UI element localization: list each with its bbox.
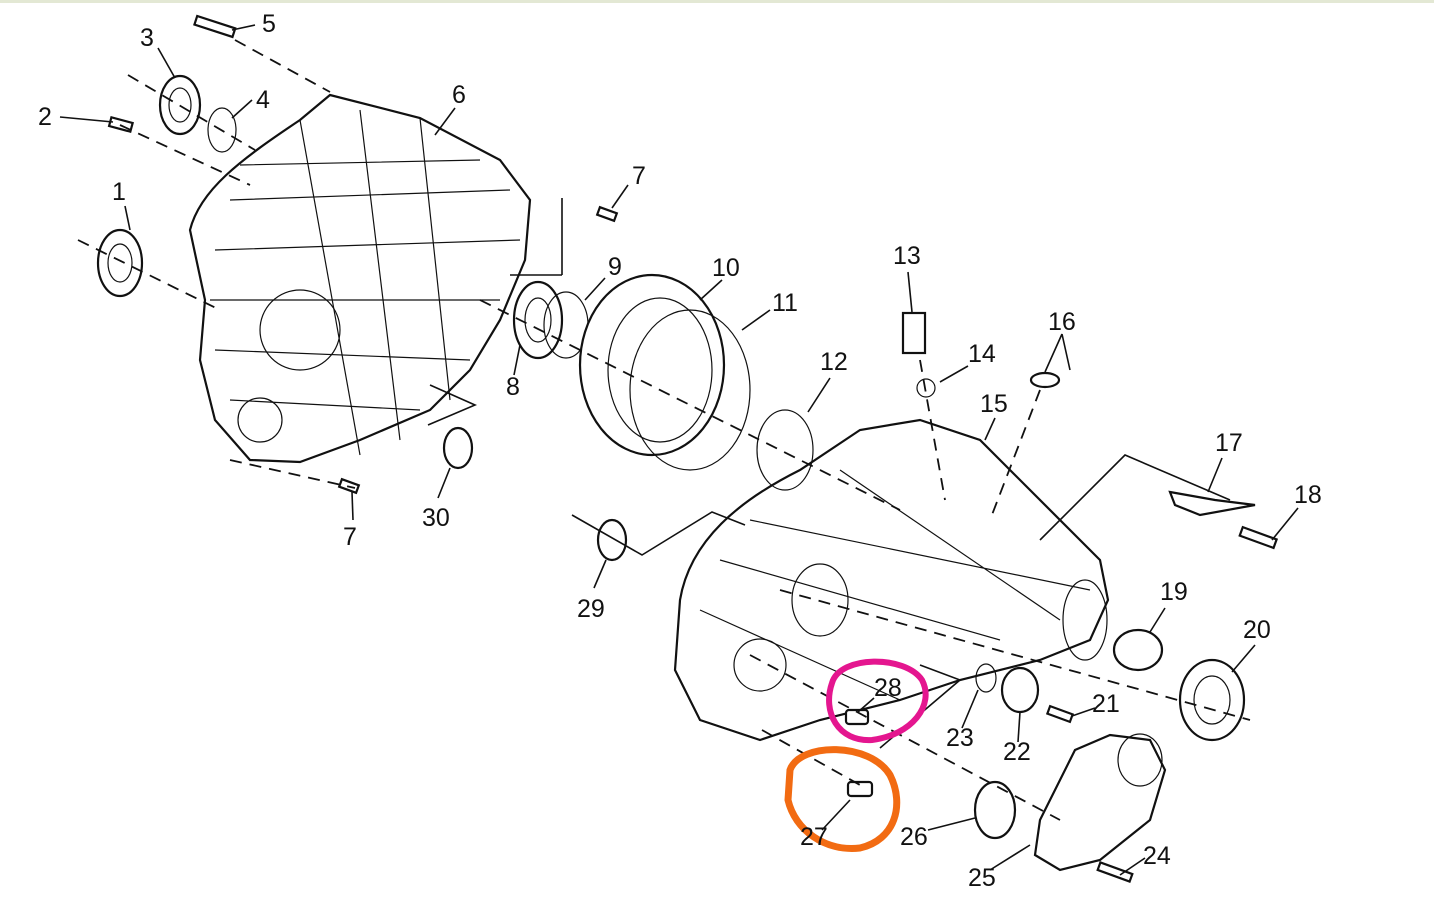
label-13: 13	[893, 242, 921, 270]
label-3: 3	[140, 24, 154, 52]
label-14: 14	[968, 340, 996, 368]
part-4-snap-ring	[207, 107, 237, 153]
part-27-plug	[846, 780, 874, 798]
label-18: 18	[1294, 481, 1322, 509]
label-7-lower: 7	[343, 523, 357, 551]
label-16: 16	[1048, 308, 1076, 336]
magenta-highlight-circle	[826, 658, 929, 744]
label-4: 4	[256, 86, 270, 114]
highlight-circles	[784, 658, 929, 852]
label-8: 8	[506, 373, 520, 401]
part-19-bushing	[1112, 628, 1164, 672]
part-11-ring	[629, 309, 751, 471]
part-20-seal	[1178, 658, 1246, 742]
part-12-ring	[756, 409, 814, 491]
dashed-axis-lines	[77, 39, 1251, 821]
label-20: 20	[1243, 616, 1271, 644]
top-border	[0, 0, 1434, 3]
label-29: 29	[577, 595, 605, 623]
label-23: 23	[946, 724, 974, 752]
part-22-sensor	[1000, 666, 1040, 714]
label-1: 1	[112, 178, 126, 206]
label-28: 28	[874, 674, 902, 702]
part-13-switch	[901, 311, 927, 355]
part-29-bearing	[596, 518, 628, 562]
label-24: 24	[1143, 842, 1171, 870]
label-9: 9	[608, 253, 622, 281]
orange-highlight-circle	[784, 746, 901, 852]
small-parts	[107, 14, 1279, 883]
label-15: 15	[980, 390, 1008, 418]
rear-case-housing	[188, 93, 532, 464]
label-17: 17	[1215, 429, 1243, 457]
label-10: 10	[712, 254, 740, 282]
label-21: 21	[1092, 690, 1120, 718]
part-8-bearing	[512, 280, 564, 360]
label-12: 12	[820, 348, 848, 376]
part-1-seal	[96, 228, 144, 298]
label-19: 19	[1160, 578, 1188, 606]
part-28-plug	[844, 708, 870, 726]
label-2: 2	[38, 103, 52, 131]
part-30-bearing	[442, 426, 474, 470]
part-23-o-ring	[975, 663, 997, 693]
bearings-rings	[96, 74, 1246, 840]
label-6: 6	[452, 81, 466, 109]
label-7-upper: 7	[632, 162, 646, 190]
label-5: 5	[262, 10, 276, 38]
part-26-seal	[973, 780, 1017, 840]
motor-assembly	[1033, 733, 1167, 872]
part-10-chain	[578, 273, 726, 457]
front-case-housing	[673, 418, 1110, 742]
label-27: 27	[800, 823, 828, 851]
label-22: 22	[1003, 738, 1031, 766]
label-25: 25	[968, 864, 996, 892]
part-number-labels: 1 2 3 4 5 6 7 7 8 9 10 11 12 13 14 15 16…	[38, 10, 1322, 892]
label-26: 26	[900, 823, 928, 851]
label-11: 11	[772, 289, 798, 317]
label-30: 30	[422, 504, 450, 532]
